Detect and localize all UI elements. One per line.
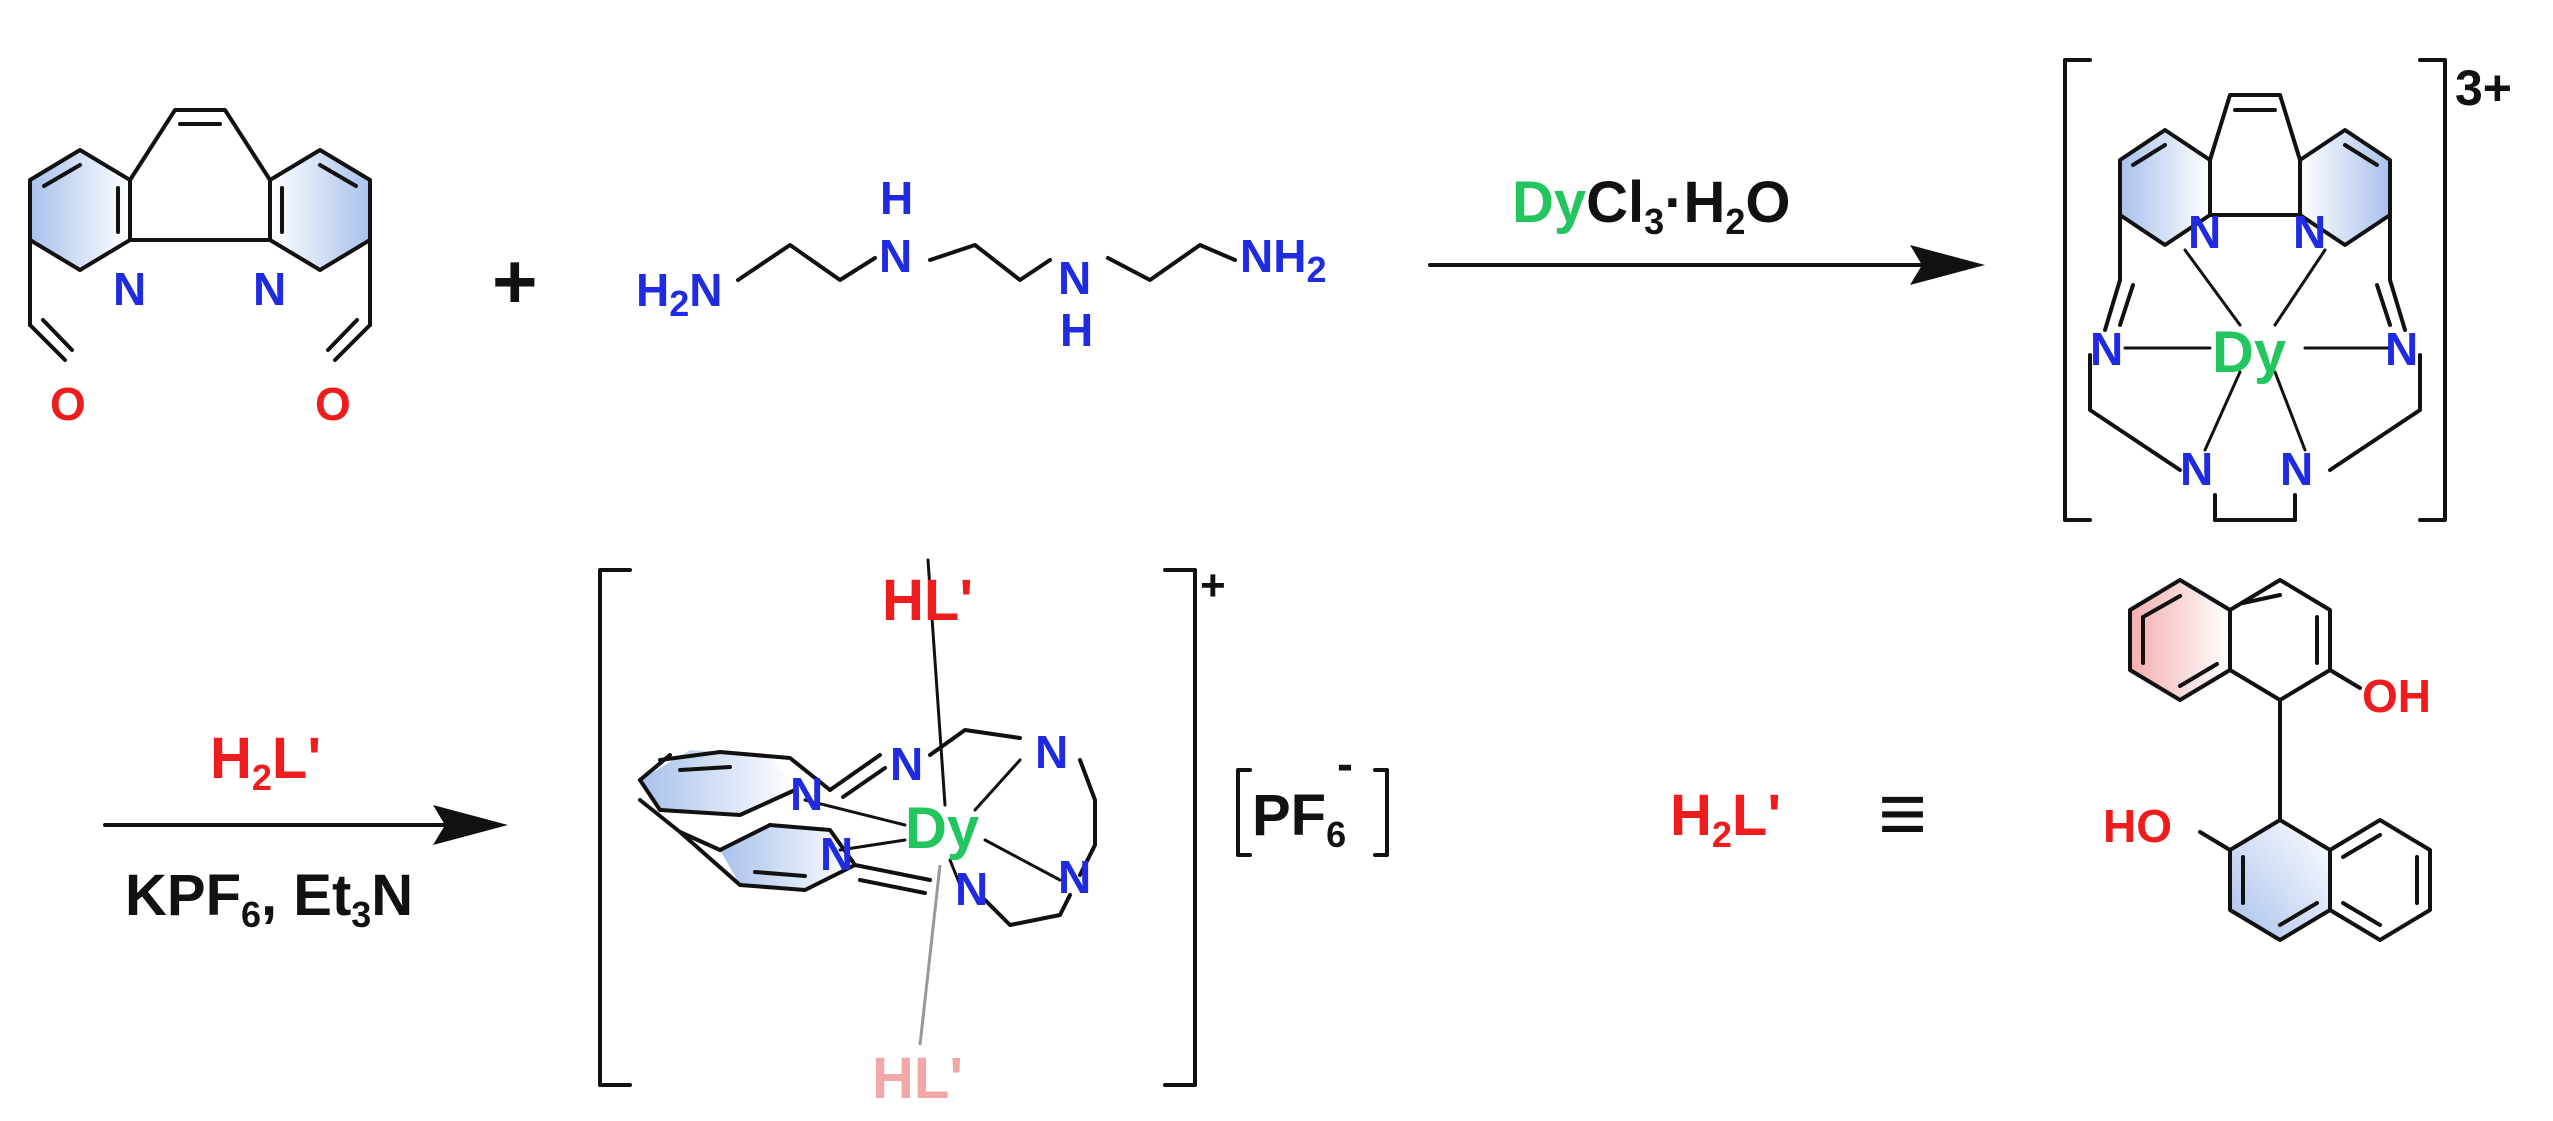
reaction-arrow-1: DyCl3·H2O — [1428, 170, 1985, 285]
triethylenetetramine: H2N H N N H NH2 — [636, 172, 1326, 356]
dysprosium-atom: Dy — [2212, 320, 2286, 385]
nitrogen-atom: N — [2090, 323, 2123, 375]
nitrogen-atom: N — [1058, 851, 1091, 903]
amine-h: H — [880, 172, 913, 224]
amine-n: N — [1058, 252, 1091, 304]
ligand-hl-top: HL' — [882, 568, 973, 633]
nitrogen-atom: N — [2188, 206, 2221, 258]
equivalence-sign: ≡ — [1878, 766, 1927, 860]
amine-h2n: H2N — [636, 264, 723, 324]
nitrogen-atom: N — [955, 863, 988, 915]
h2l-definition: H2L' ≡ — [1670, 766, 1927, 860]
h2l-label: H2L' — [1670, 783, 1781, 855]
reaction-arrow-2: H2L' KPF6, Et3N — [103, 726, 508, 935]
nitrogen-atom: N — [890, 738, 923, 790]
hydroxyl-ho: HO — [2103, 800, 2172, 852]
nitrogen-atom: N — [253, 263, 286, 315]
nitrogen-atom: N — [1035, 726, 1068, 778]
dysprosium-atom: Dy — [905, 796, 979, 861]
svg-text:PF6: PF6 — [1252, 783, 1346, 855]
ligand-hl-bottom: HL' — [872, 1046, 963, 1111]
oxygen-atom: O — [50, 378, 86, 430]
plus-sign: + — [492, 237, 538, 325]
amine-nh2: NH2 — [1240, 230, 1326, 290]
hydroxyl-oh: OH — [2362, 670, 2431, 722]
dy-hl-complex: + N N N N N N Dy — [598, 558, 1226, 1111]
amine-n: N — [879, 230, 912, 282]
amine-h: H — [1060, 304, 1093, 356]
svg-text:-: - — [1337, 738, 1353, 791]
counterion-pf6: PF6 - — [1236, 738, 1389, 857]
nitrogen-atom: N — [2385, 323, 2418, 375]
reagent-dycl3-h2o: DyCl3·H2O — [1512, 170, 1791, 242]
oxygen-atom: O — [315, 378, 351, 430]
nitrogen-atom: N — [2180, 443, 2213, 495]
nitrogen-atom: N — [820, 828, 853, 880]
nitrogen-atom: N — [790, 768, 823, 820]
nitrogen-atom: N — [2293, 206, 2326, 258]
nitrogen-atom: N — [2280, 443, 2313, 495]
reagent-kpf6-et3n: KPF6, Et3N — [125, 863, 413, 935]
nitrogen-atom: N — [113, 263, 146, 315]
reagent-h2l: H2L' — [210, 726, 321, 798]
charge-3plus: 3+ — [2455, 60, 2512, 116]
phenanthroline-dialdehyde: N N O O — [28, 108, 372, 430]
dy-macrocycle-complex: 3+ N N N N N N Dy — [2063, 58, 2512, 522]
charge-plus: + — [1200, 561, 1226, 610]
binol-structure: OH HO — [2103, 578, 2432, 942]
